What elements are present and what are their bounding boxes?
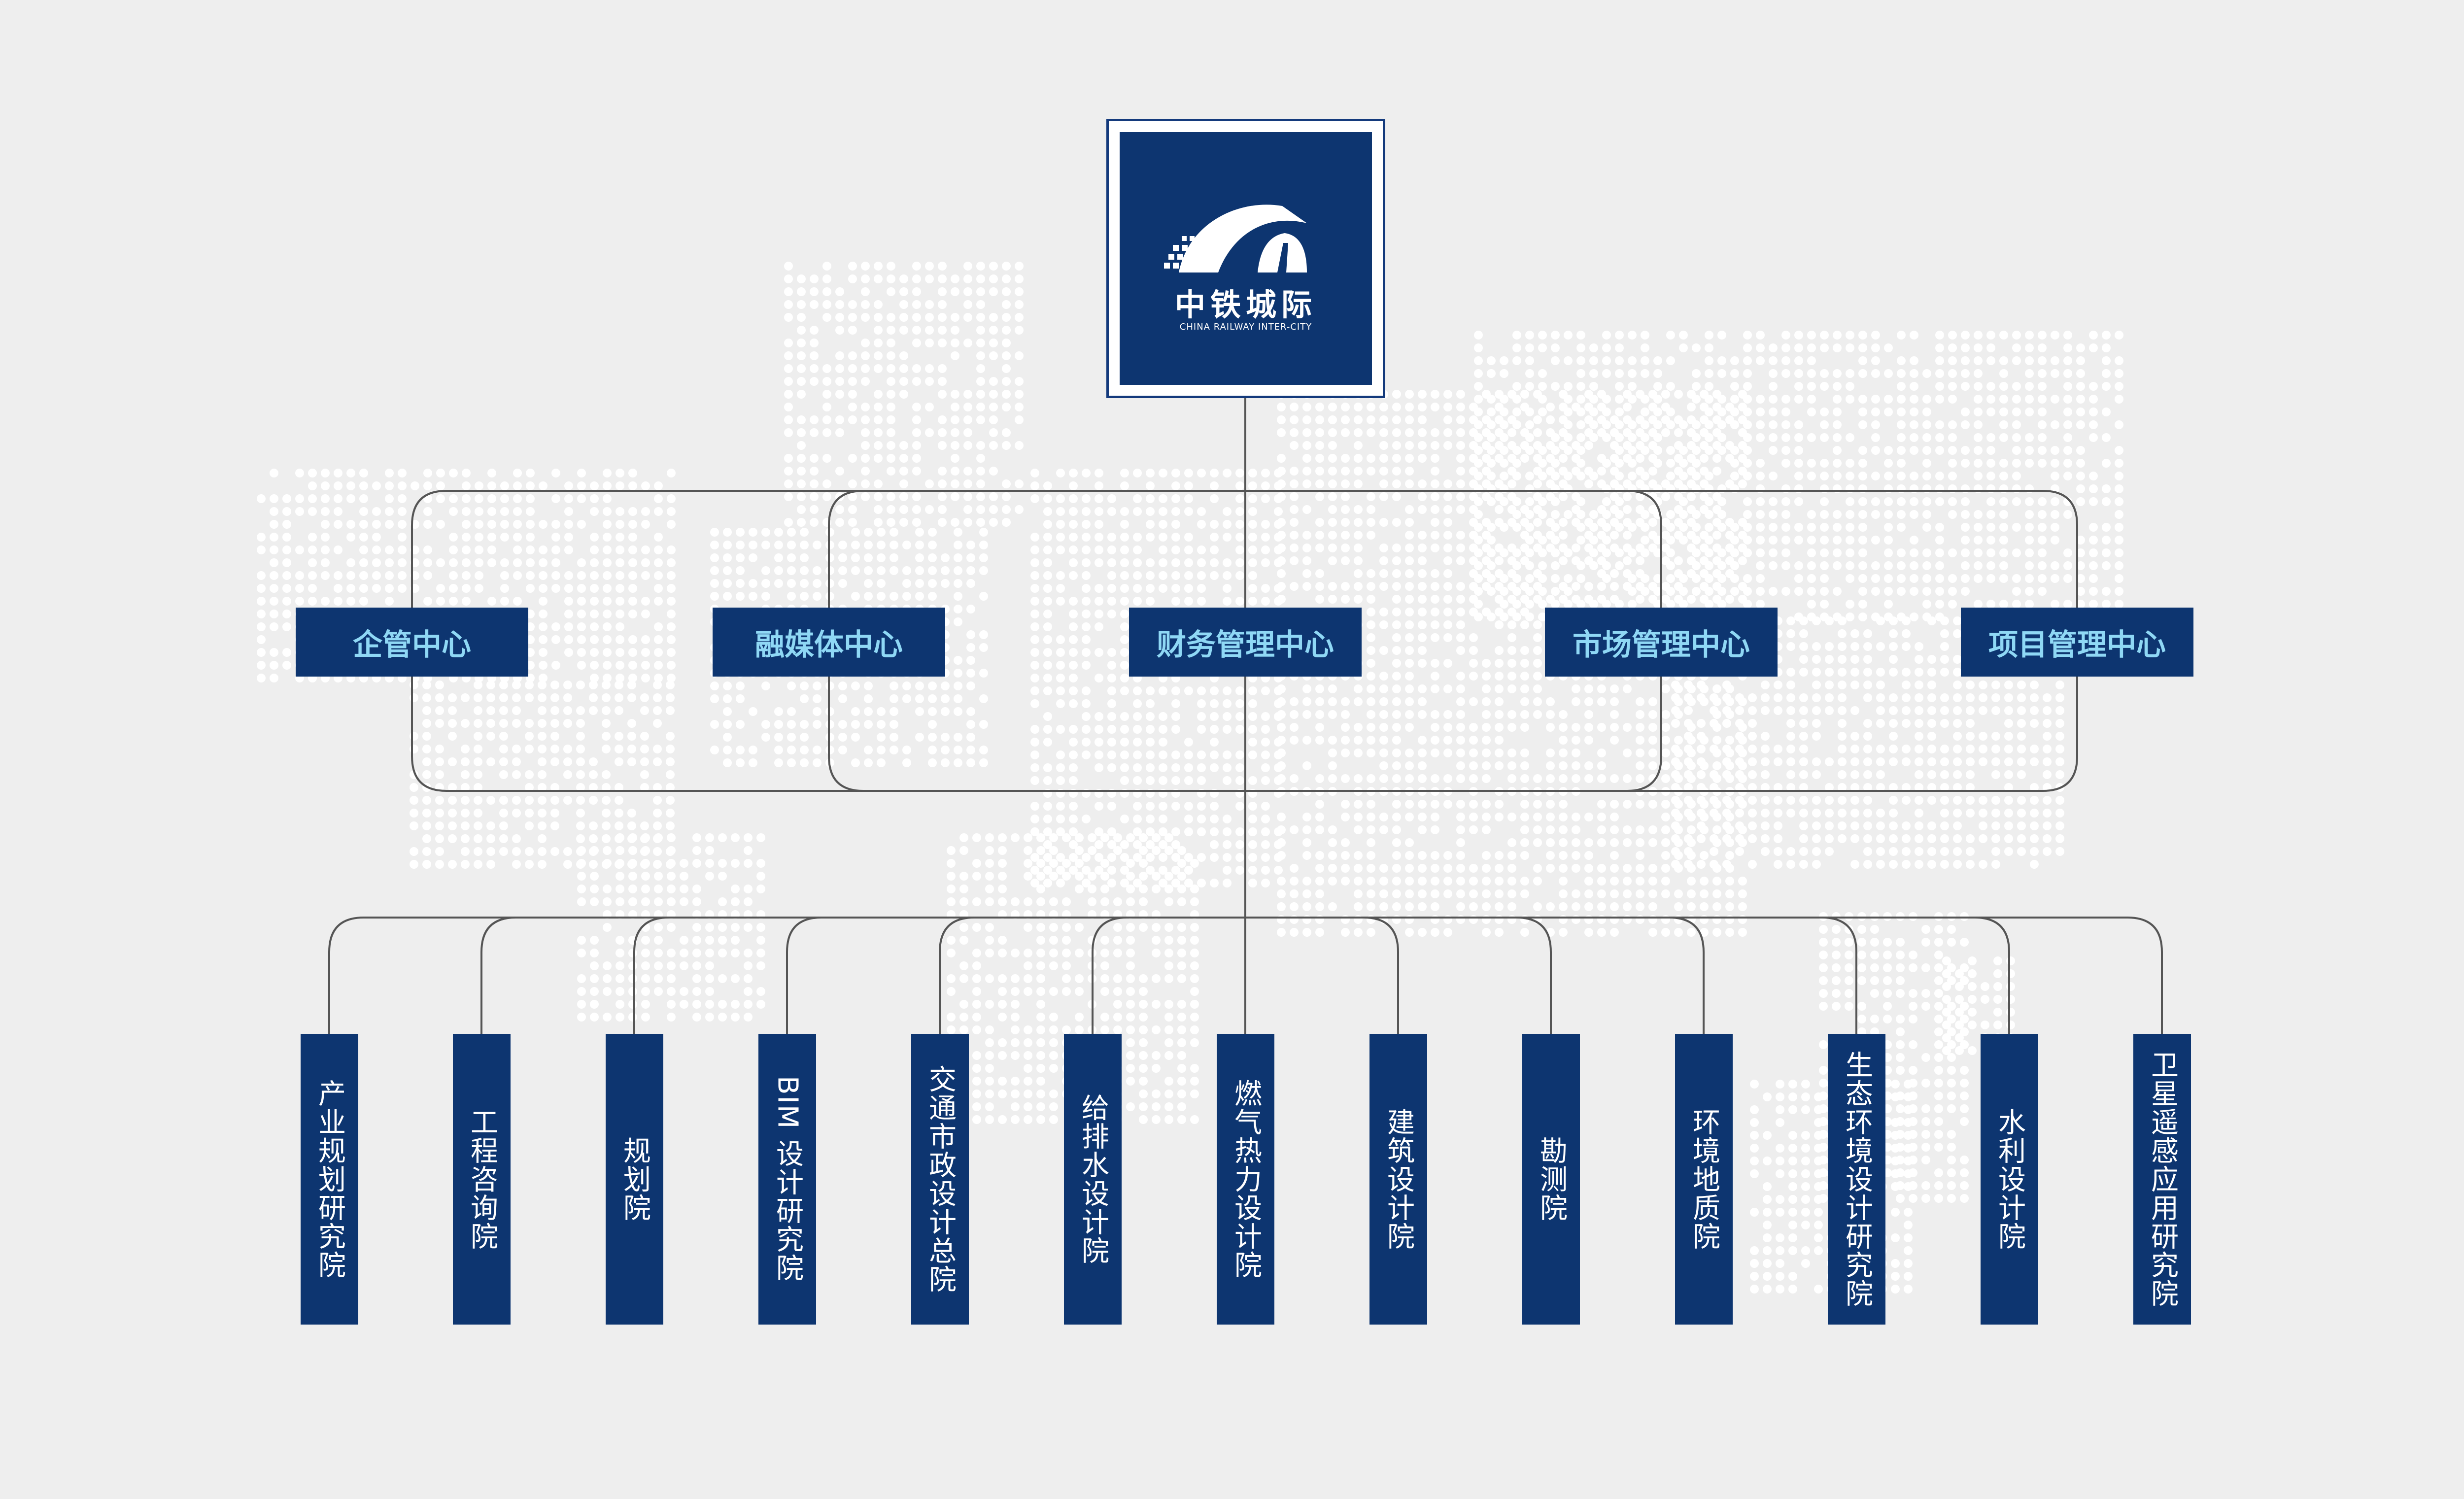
institute-box-9: 勘测院 bbox=[1522, 1034, 1580, 1325]
logo-english-name: CHINA RAILWAY INTER-CITY bbox=[1179, 322, 1312, 332]
institute-branch bbox=[1974, 917, 2010, 1034]
institute-box-1: 产业规划研究院 bbox=[301, 1034, 358, 1325]
logo-panel: 中铁城际 CHINA RAILWAY INTER-CITY bbox=[1120, 132, 1372, 385]
center-label: 财务管理中心 bbox=[1157, 627, 1334, 662]
center-box-2: 融媒体中心 bbox=[713, 608, 945, 677]
institute-label: 水利设计院 bbox=[1993, 1108, 2026, 1251]
institute-box-8: 建筑设计院 bbox=[1369, 1034, 1427, 1325]
institute-box-6: 给排水设计院 bbox=[1064, 1034, 1122, 1325]
center-loop-left bbox=[411, 490, 1662, 792]
center-label: 项目管理中心 bbox=[1988, 627, 2166, 662]
institute-label: 卫星遥感应用研究院 bbox=[2146, 1051, 2179, 1308]
institute-branch bbox=[1363, 917, 1399, 1034]
institute-branch bbox=[1821, 917, 1857, 1034]
company-logo-box: 中铁城际 CHINA RAILWAY INTER-CITY bbox=[1106, 119, 1385, 398]
institute-label: 产业规划研究院 bbox=[313, 1079, 346, 1279]
institute-branch bbox=[480, 917, 516, 1034]
institute-label: 建筑设计院 bbox=[1382, 1108, 1415, 1251]
institute-label: BIM 设计研究院 bbox=[771, 1076, 804, 1283]
institute-branch bbox=[633, 917, 669, 1034]
institute-label: 环境地质院 bbox=[1688, 1108, 1720, 1251]
center-label: 融媒体中心 bbox=[755, 627, 903, 662]
institute-branch bbox=[786, 917, 822, 1034]
center-box-3: 财务管理中心 bbox=[1129, 608, 1362, 677]
institute-box-2: 工程咨询院 bbox=[453, 1034, 511, 1325]
institute-box-4: BIM 设计研究院 bbox=[758, 1034, 816, 1325]
institute-branch bbox=[328, 917, 364, 1034]
logo-chinese-name: 中铁城际 bbox=[1174, 287, 1317, 323]
institute-box-12: 水利设计院 bbox=[1981, 1034, 2038, 1325]
center-label: 市场管理中心 bbox=[1573, 627, 1750, 662]
center-box-5: 项目管理中心 bbox=[1961, 608, 2193, 677]
institute-box-3: 规划院 bbox=[606, 1034, 663, 1325]
institute-label: 工程咨询院 bbox=[466, 1108, 498, 1251]
institute-branch bbox=[1092, 917, 1128, 1034]
institute-label: 生态环境设计研究院 bbox=[1841, 1051, 1873, 1308]
institute-box-13: 卫星遥感应用研究院 bbox=[2133, 1034, 2191, 1325]
center-box-1: 企管中心 bbox=[296, 608, 528, 677]
institute-label: 勘测院 bbox=[1535, 1136, 1568, 1222]
institute-label: 规划院 bbox=[618, 1136, 651, 1222]
map-dot-group bbox=[257, 262, 2123, 1294]
institute-branch bbox=[1516, 917, 1552, 1034]
institute-box-11: 生态环境设计研究院 bbox=[1828, 1034, 1885, 1325]
institute-label: 交通市政设计总院 bbox=[924, 1065, 957, 1294]
institute-branch bbox=[939, 917, 975, 1034]
institute-box-7: 燃气热力设计院 bbox=[1217, 1034, 1274, 1325]
center-label: 企管中心 bbox=[353, 627, 471, 662]
institute-branch bbox=[1669, 917, 1705, 1034]
institute-box-5: 交通市政设计总院 bbox=[911, 1034, 969, 1325]
center-box-4: 市场管理中心 bbox=[1545, 608, 1778, 677]
institute-branch bbox=[2127, 917, 2163, 1034]
institute-box-10: 环境地质院 bbox=[1675, 1034, 1733, 1325]
center-loop-right bbox=[828, 490, 2078, 792]
tunnel-road-logo-icon bbox=[1164, 204, 1307, 273]
institute-label: 燃气热力设计院 bbox=[1230, 1079, 1262, 1279]
institute-label: 给排水设计院 bbox=[1077, 1093, 1109, 1265]
